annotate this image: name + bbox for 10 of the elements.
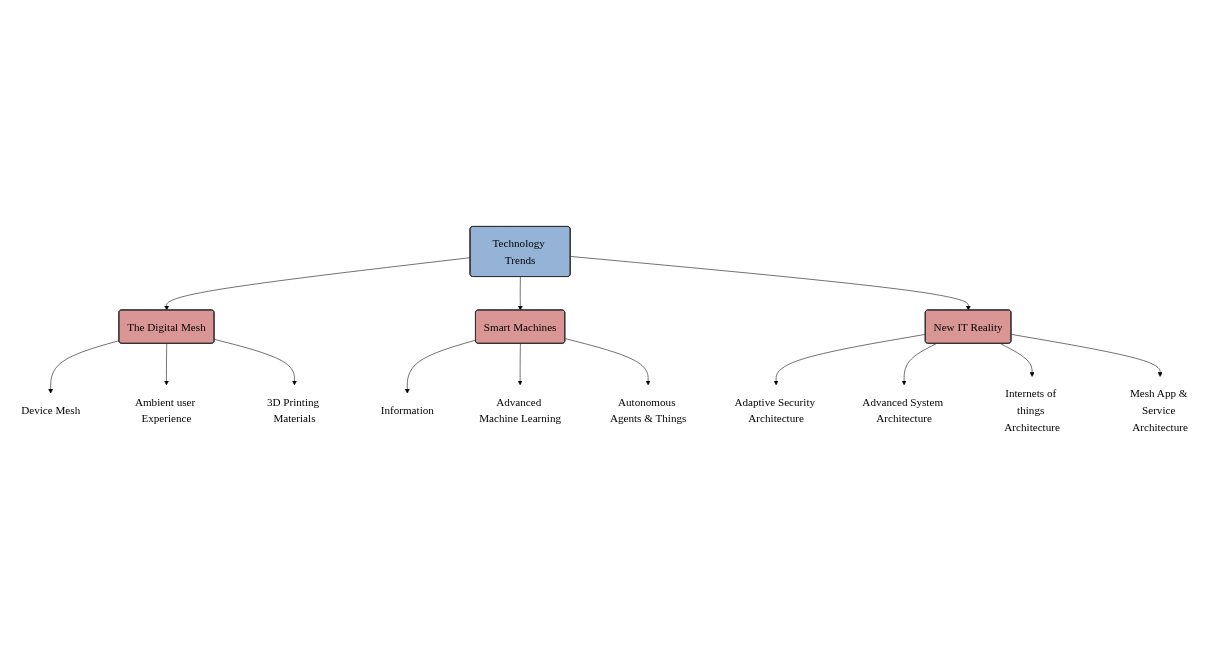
node-text: Adaptive Security Architecture	[734, 395, 816, 425]
node-text: Ambient user Experience	[134, 395, 196, 425]
node-text: 3D Printing Materials	[266, 395, 320, 425]
node-text: Advanced System Architecture	[862, 395, 944, 425]
node-text: Advanced Machine Learning	[479, 395, 562, 425]
node-text: Autonomous Agents & Things	[609, 395, 687, 425]
node-text: Internets of things Architecture	[1004, 386, 1060, 433]
node-text: Information	[380, 403, 434, 416]
node-text: Device Mesh	[21, 403, 81, 416]
node-text: Mesh App & Service Architecture	[1129, 386, 1188, 433]
